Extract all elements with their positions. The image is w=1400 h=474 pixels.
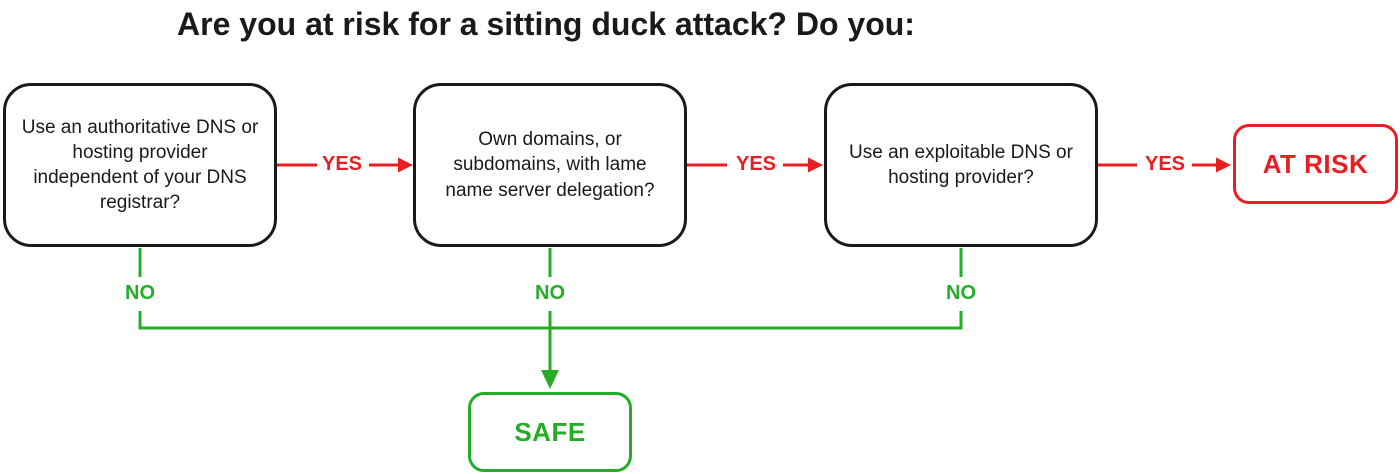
at-risk-outcome-box: AT RISK: [1233, 124, 1398, 204]
question-text: Use an exploitable DNS or hosting provid…: [849, 141, 1073, 188]
question-box-authoritative-dns: Use an authoritative DNS or hosting prov…: [3, 83, 277, 247]
question-text: Own domains, or subdomains, with lame na…: [445, 129, 655, 201]
yes-label-1: YES: [321, 153, 363, 175]
no-label-1: NO: [125, 282, 155, 304]
yes-label-3: YES: [1144, 153, 1186, 175]
no-label-2: NO: [535, 282, 565, 304]
question-box-lame-delegation: Own domains, or subdomains, with lame na…: [413, 83, 687, 247]
question-box-exploitable-provider: Use an exploitable DNS or hosting provid…: [824, 83, 1098, 247]
safe-outcome-box: SAFE: [468, 392, 632, 472]
question-text: Use an authoritative DNS or hosting prov…: [21, 116, 259, 214]
page-title: Are you at risk for a sitting duck attac…: [177, 6, 915, 42]
yes-label-2: YES: [735, 153, 777, 175]
no-connector-lines: [138, 248, 963, 389]
no-label-3: NO: [946, 282, 976, 304]
